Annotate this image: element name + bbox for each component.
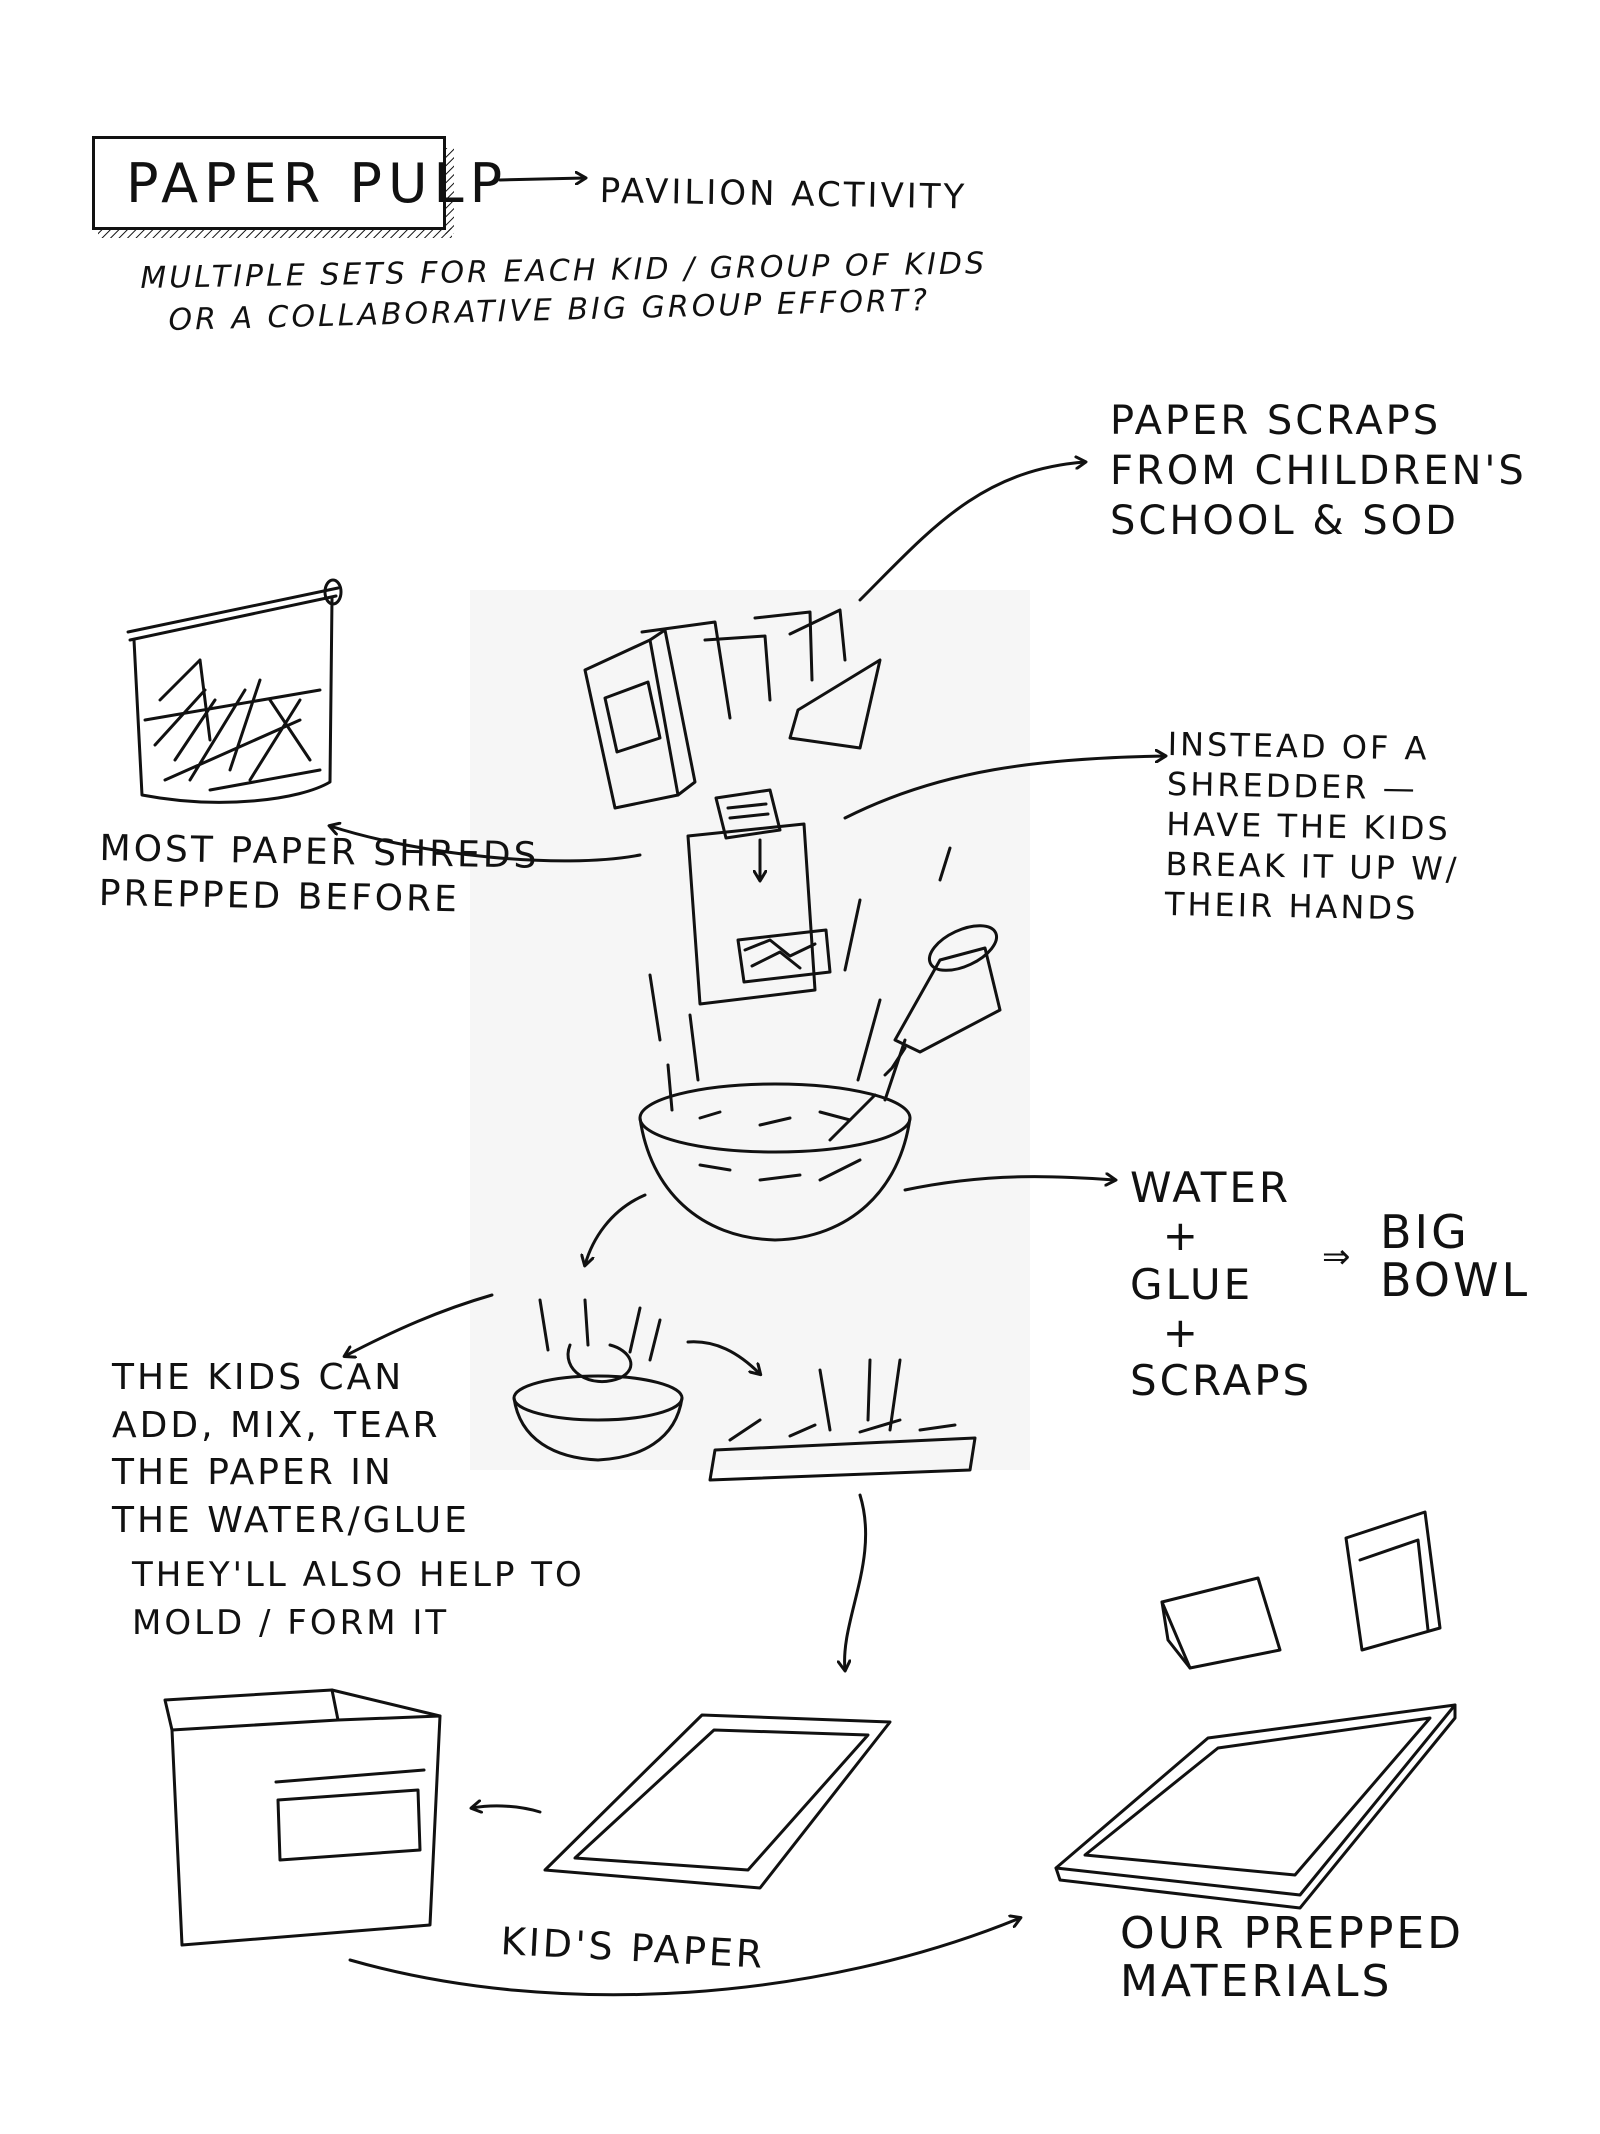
hands-tray-sketch (708, 1358, 977, 1482)
big-bowl-sketch (638, 1082, 912, 1242)
arrow-to-prepped (348, 1918, 1020, 1997)
arrow-tray-down (845, 1493, 868, 1670)
prepped-materials-sketch (1054, 1510, 1457, 1910)
arrow-paper-to-oven (472, 1806, 542, 1812)
arrow-to-shredder-note (843, 756, 1165, 820)
shredder-note: INSTEAD OF A SHREDDER — HAVE THE KIDS BR… (1164, 724, 1460, 928)
kids-paper-tray-sketch (543, 1713, 892, 1890)
arrow-to-kids-note (345, 1293, 494, 1356)
backing-sheet (470, 590, 1030, 1470)
mix-arrow: ⇒ (1322, 1237, 1354, 1277)
arrow-bowl-to-hands (585, 1193, 647, 1265)
shreds-bag-sketch (126, 578, 343, 804)
arrow-to-shreds (330, 826, 642, 863)
paper-scraps-sketch (583, 608, 882, 810)
shreds-note: MOST PAPER SHREDS PREPPED BEFORE (98, 827, 540, 921)
oven-sketch (163, 1688, 442, 1947)
prepped-materials-label: OUR PREPPED MATERIALS (1120, 1908, 1465, 2008)
help-note: THEY'LL ALSO HELP TO MOLD / FORM IT (132, 1555, 585, 1643)
title-arrow (498, 178, 585, 180)
title-box-shadow (98, 148, 454, 238)
kids-can-note: THE KIDS CAN ADD, MIX, TEAR THE PAPER IN… (112, 1357, 470, 1541)
page-title: PAPER PULP (126, 152, 509, 215)
shredder-sketch (686, 788, 832, 1006)
glue-bottle-sketch (883, 924, 1002, 1077)
arrow-to-scraps (858, 462, 1085, 602)
title-box (92, 136, 446, 230)
scraps-note: PAPER SCRAPS FROM CHILDREN'S SCHOOL & So… (1110, 398, 1527, 544)
big-bowl-label: BIG BOWL (1380, 1205, 1531, 1308)
arrow-hands-to-tray (686, 1340, 760, 1374)
title-note: PAVILION ACTIVITY (599, 170, 968, 218)
mix-note: WATER + GLUE + SCRAPS (1130, 1163, 1313, 1406)
hands-bowl-sketch (512, 1298, 684, 1462)
falling-shreds (648, 846, 952, 1112)
arrow-to-mix (903, 1177, 1115, 1192)
